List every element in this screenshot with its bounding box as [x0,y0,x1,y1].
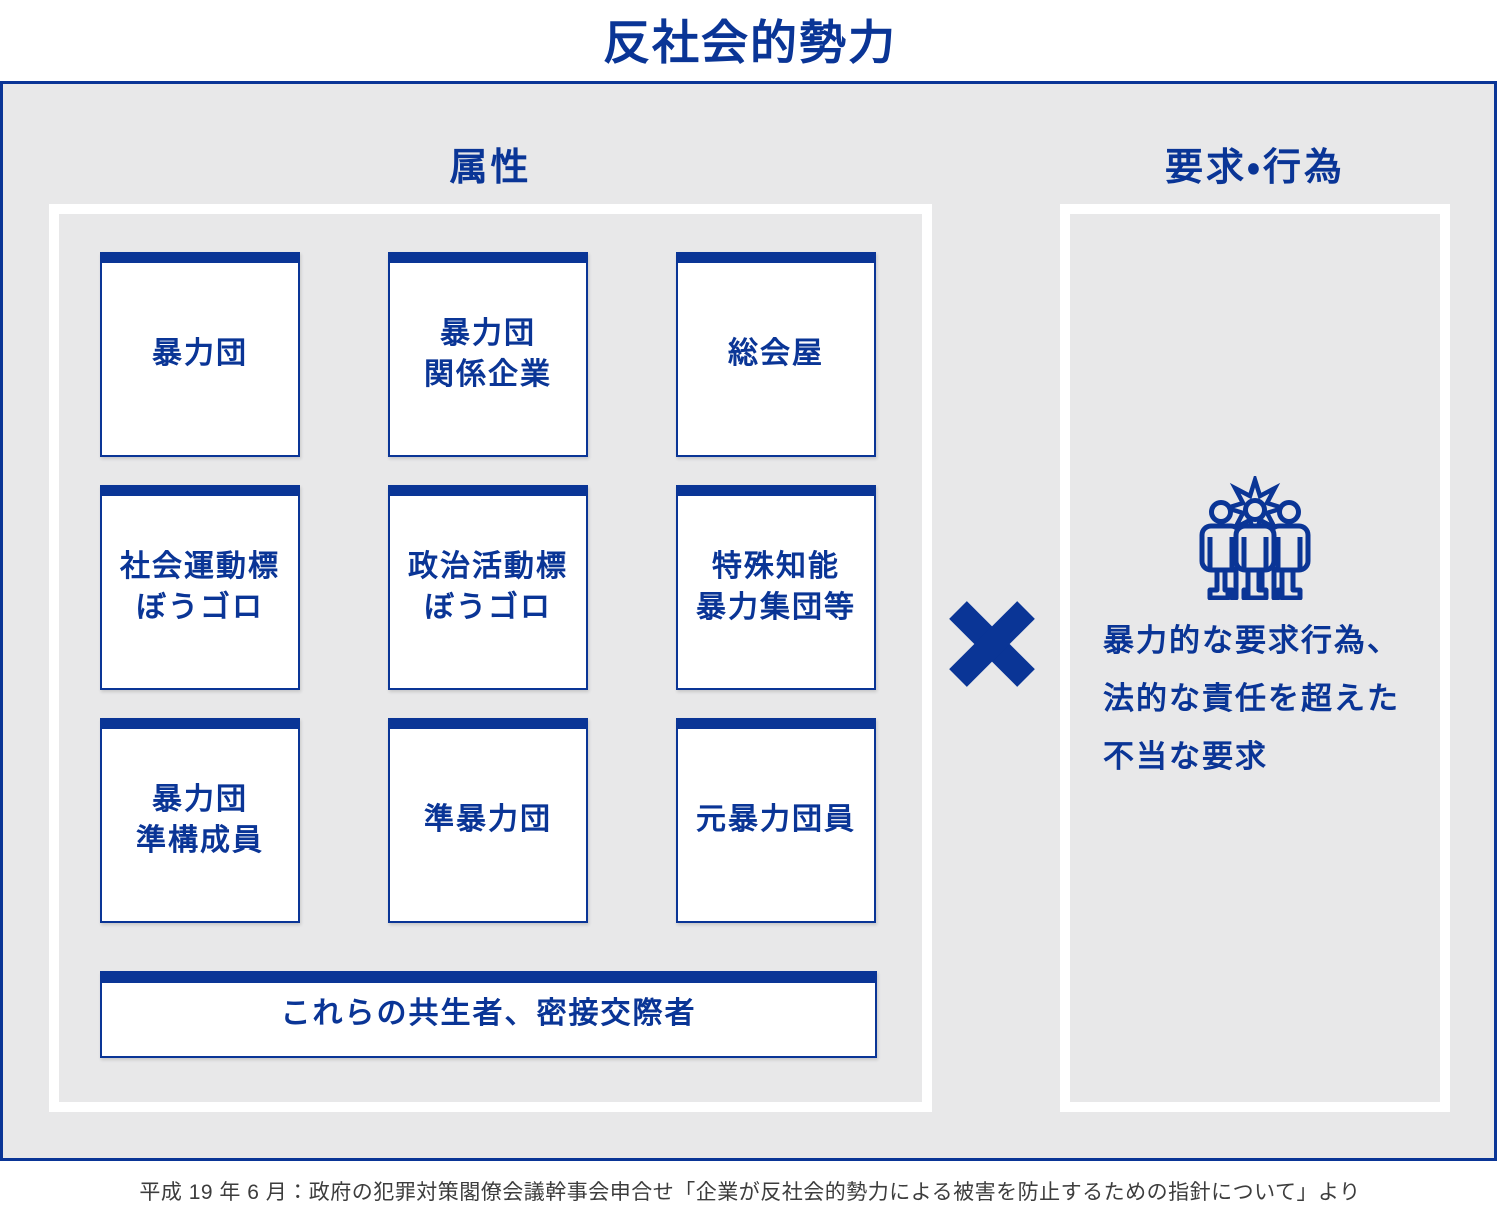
demand-text-line: 不当な要求 [1103,739,1268,774]
demands-heading: 要求・行為 [1165,147,1345,189]
attribute-box-moto-boryokudan-in: 元暴力団員 [676,718,876,923]
attribute-box-kyoseisha: これらの共生者、密接交際者 [100,971,877,1058]
attribute-box-tokushu-chino: 特殊知能 暴力集団等 [676,485,876,690]
attributes-heading: 属性 [449,147,532,189]
people-conflict-icon [1199,476,1311,600]
multiply-icon [949,601,1035,687]
attribute-box-label: ぼうゴロ [424,590,552,624]
attribute-box-label: 総会屋 [728,337,824,371]
attribute-box-label: ぼうゴロ [136,590,264,624]
attribute-box-label: 準暴力団 [424,803,552,837]
attribute-box-sokaiya: 総会屋 [676,252,876,457]
attribute-box-label: 暴力集団等 [696,590,856,624]
attribute-box-seiji-katsudo: 政治活動標 ぼうゴロ [388,485,588,690]
attribute-box-label: これらの共生者、密接交際者 [280,997,697,1031]
attribute-box-label: 暴力団 [152,337,248,371]
demand-text-line: 暴力的な要求行為、 [1103,623,1400,658]
demand-text: 暴力的な要求行為、 法的な責任を超えた 不当な要求 [1103,612,1400,786]
attribute-box-jun-kosei-in: 暴力団 準構成員 [100,718,300,923]
attribute-box-label: 暴力団 [440,317,536,350]
source-caption: 平成 19 年 6 月：政府の犯罪対策閣僚会議幹事会申合せ「企業が反社会的勢力に… [139,1181,1361,1204]
attributes-panel: 暴力団 暴力団 関係企業 総会屋 社会運動標 ぼうゴロ [49,204,932,1112]
attribute-box-label: 元暴力団員 [696,803,856,837]
attribute-box-label: 準構成員 [136,823,264,857]
demands-panel-inner: 暴力的な要求行為、 法的な責任を超えた 不当な要求 [1070,214,1440,1102]
demands-panel: 暴力的な要求行為、 法的な責任を超えた 不当な要求 [1060,204,1450,1112]
attribute-box-label: 政治活動標 [408,550,568,583]
attribute-box-label: 暴力団 [152,783,248,816]
attribute-box-kankei-kigyo: 暴力団 関係企業 [388,252,588,457]
attribute-box-label: 関係企業 [424,357,552,391]
attributes-panel-inner: 暴力団 暴力団 関係企業 総会屋 社会運動標 ぼうゴロ [59,214,922,1102]
attribute-box-label: 社会運動標 [120,550,280,583]
page-title: 反社会的勢力 [603,16,897,69]
attribute-box-label: 特殊知能 [712,550,840,583]
attribute-box-jun-boryokudan: 準暴力団 [388,718,588,923]
diagram-container: 属性 要求・行為 暴力団 暴力団 関係企業 総会屋 [0,81,1497,1161]
attributes-grid: 暴力団 暴力団 関係企業 総会屋 社会運動標 ぼうゴロ [100,252,922,923]
attribute-box-shakai-undo: 社会運動標 ぼうゴロ [100,485,300,690]
demand-text-line: 法的な責任を超えた [1103,681,1400,716]
attribute-box-boryokudan: 暴力団 [100,252,300,457]
